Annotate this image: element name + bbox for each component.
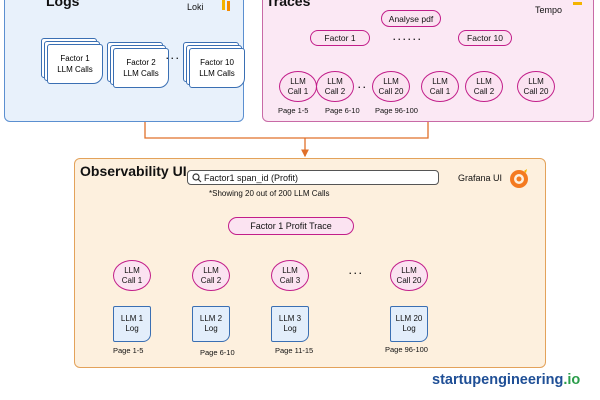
oval-line: Call 2 xyxy=(324,86,346,96)
trace-f10-llm-call-2: LLM Call 2 xyxy=(465,71,503,102)
log-line: Log xyxy=(402,324,416,333)
log-line: LLM 2 xyxy=(199,314,223,323)
trace-f10-llm-call-1: LLM Call 1 xyxy=(421,71,459,102)
doc-line: Factor 2 xyxy=(126,58,156,67)
search-icon xyxy=(192,173,202,183)
observability-panel xyxy=(74,158,546,368)
trace-page-label: Page 1-5 xyxy=(278,106,309,115)
trace-page-label: Page 96-100 xyxy=(375,106,418,115)
log-line: LLM 20 xyxy=(395,314,423,323)
grafana-logo-icon xyxy=(510,169,528,188)
trace-page-label: Page 6-10 xyxy=(325,106,360,115)
oval-line: LLM xyxy=(476,76,492,86)
grafana-ui-label: Grafana UI xyxy=(458,173,503,183)
obs-llm-3-log: LLM 3 Log xyxy=(271,306,309,342)
oval-line: Call 20 xyxy=(396,275,422,285)
obs-page-label: Page 11-15 xyxy=(275,346,314,355)
log-line: Log xyxy=(283,324,297,333)
oval-line: Call 1 xyxy=(429,86,451,96)
obs-calls-ellipsis: . . . xyxy=(349,266,362,276)
doc-line: LLM Calls xyxy=(57,65,93,74)
oval-line: Call 20 xyxy=(523,86,549,96)
obs-llm-call-20: LLM Call 20 xyxy=(390,260,428,291)
oval-line: LLM xyxy=(432,76,448,86)
factor-1-log-doc: Factor 1 LLM Calls xyxy=(47,44,103,84)
oval-line: Call 1 xyxy=(121,275,143,285)
trace-calls-ellipsis: . . xyxy=(358,80,366,90)
brand-watermark[interactable]: startupengineering.io xyxy=(432,372,580,388)
oval-line: LLM xyxy=(124,265,140,275)
trace-f10-llm-call-20: LLM Call 20 xyxy=(517,71,555,102)
brand-tld: .io xyxy=(563,372,581,388)
doc-line: Factor 1 xyxy=(60,54,90,63)
oval-line: Call 2 xyxy=(473,86,495,96)
loki-label: Loki xyxy=(187,2,204,12)
oval-line: Call 2 xyxy=(200,275,222,285)
search-value: Factor1 span_id (Profit) xyxy=(204,172,299,183)
oval-line: LLM xyxy=(528,76,544,86)
traces-title: Traces xyxy=(266,0,311,9)
obs-llm-20-log: LLM 20 Log xyxy=(390,306,428,342)
brand-main: startupengineering xyxy=(432,372,564,388)
obs-llm-call-1: LLM Call 1 xyxy=(113,260,151,291)
oval-line: LLM xyxy=(290,76,306,86)
trace-llm-call-2: LLM Call 2 xyxy=(316,71,354,102)
oval-line: Call 3 xyxy=(279,275,301,285)
obs-page-label: Page 6-10 xyxy=(200,348,235,357)
observability-title: Observability UI xyxy=(80,163,187,179)
trace-llm-call-1: LLM Call 1 xyxy=(279,71,317,102)
obs-llm-1-log: LLM 1 Log xyxy=(113,306,151,342)
obs-llm-call-2: LLM Call 2 xyxy=(192,260,230,291)
profit-trace-node: Factor 1 Profit Trace xyxy=(228,217,354,235)
trace-factor-1-node: Factor 1 xyxy=(310,30,370,46)
obs-page-label: Page 1-5 xyxy=(113,346,144,355)
doc-line: Factor 10 xyxy=(200,58,234,67)
oval-line: LLM xyxy=(383,76,399,86)
factor-2-log-doc: Factor 2 LLM Calls xyxy=(113,48,169,88)
showing-calls-note: *Showing 20 out of 200 LLM Calls xyxy=(209,189,330,198)
tempo-label: Tempo xyxy=(535,5,563,15)
oval-line: LLM xyxy=(282,265,298,275)
logs-title: Logs xyxy=(46,0,80,9)
obs-llm-2-log: LLM 2 Log xyxy=(192,306,230,342)
loki-logo-icon xyxy=(222,0,230,11)
trace-llm-call-20: LLM Call 20 xyxy=(372,71,410,102)
log-line: Log xyxy=(125,324,139,333)
trace-factor-10-node: Factor 10 xyxy=(458,30,512,46)
traces-factor-ellipsis: . . . . . . xyxy=(393,32,421,42)
oval-line: LLM xyxy=(401,265,417,275)
analyse-pdf-node: Analyse pdf xyxy=(381,10,441,27)
oval-line: LLM xyxy=(203,265,219,275)
log-line: LLM 1 xyxy=(120,314,144,323)
oval-line: LLM xyxy=(327,76,343,86)
oval-line: Call 20 xyxy=(378,86,404,96)
obs-page-label: Page 96-100 xyxy=(385,345,428,354)
factor-10-log-doc: Factor 10 LLM Calls xyxy=(189,48,245,88)
log-line: Log xyxy=(204,324,218,333)
log-line: LLM 3 xyxy=(278,314,302,323)
obs-llm-call-3: LLM Call 3 xyxy=(271,260,309,291)
doc-line: LLM Calls xyxy=(199,69,235,78)
span-search-input[interactable]: Factor1 span_id (Profit) xyxy=(187,170,439,185)
logs-ellipsis: . . . xyxy=(166,51,179,61)
oval-line: Call 1 xyxy=(287,86,309,96)
doc-line: LLM Calls xyxy=(123,69,159,78)
tempo-logo-icon xyxy=(573,2,582,5)
